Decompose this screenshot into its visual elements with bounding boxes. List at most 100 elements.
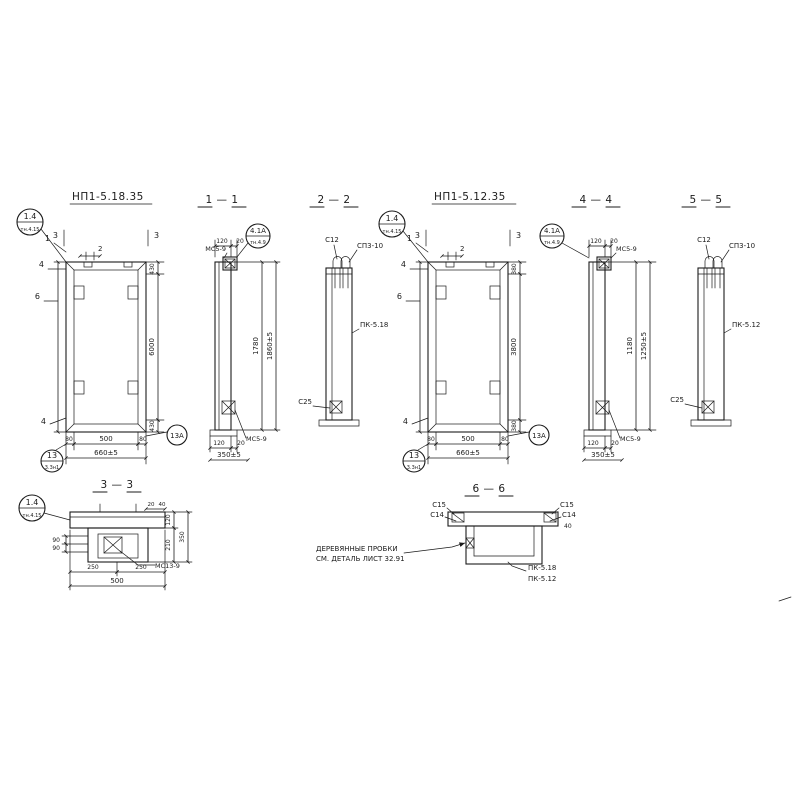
dim-120-right: 120 <box>165 514 172 526</box>
dim-80-right: 80 <box>501 436 509 443</box>
section-6-6: 6 — 6 С15 С14 С15 С14 40 ДЕРЕВЯННЫЕ ПРОБ… <box>316 483 576 583</box>
callout-4-1a-num: 4.1А <box>250 227 266 235</box>
drawing-line <box>234 409 247 439</box>
callout-13-sub: 3.3н1 <box>45 465 59 471</box>
drawing-line <box>444 516 457 522</box>
section-1-1-header: 1 — 1 <box>205 194 238 206</box>
dim-430-top: 430 <box>149 263 156 275</box>
drawing-line <box>427 423 437 433</box>
drawing-line <box>465 537 475 549</box>
callout-13-num: 13 <box>47 451 57 460</box>
c25-label: С25 <box>670 396 684 404</box>
drawing-line <box>543 512 557 523</box>
pk-5-18-label: ПК-5.18 <box>360 321 388 329</box>
callout-1-4-sub: тн.4.15 <box>383 229 402 235</box>
dim-20-top: 20 <box>148 502 155 508</box>
top-flange <box>596 256 612 271</box>
scan-artifact <box>778 596 792 602</box>
sp3-10-label: СП3-10 <box>357 242 383 250</box>
mark-1: 1 <box>45 234 50 243</box>
rib-section <box>465 525 543 565</box>
drawing-line <box>451 512 465 523</box>
callout-13a-label: 13А <box>532 432 546 440</box>
section-6-6-header: 6 — 6 <box>472 483 505 495</box>
c12-label: С12 <box>697 236 711 244</box>
c15-right-label: С15 <box>560 501 574 509</box>
recess <box>97 533 139 559</box>
embed-anchor <box>595 400 610 415</box>
dim-120-top: 120 <box>590 238 602 245</box>
top-notch <box>83 261 93 268</box>
dim-2: 2 <box>98 245 102 253</box>
foot <box>583 429 612 437</box>
foot <box>318 419 360 427</box>
drawing-line <box>507 431 530 437</box>
dim-1860: 1860±5 <box>266 332 274 360</box>
panel-np1-5-12-view: НП1-5.12.35 3 3 2 1 4 6 4 380 <box>378 191 550 473</box>
drawing-line <box>221 400 236 415</box>
embed-plate <box>435 285 447 300</box>
drawing-line <box>43 512 71 521</box>
drawing-line <box>312 405 331 409</box>
section-5-5: 5 — 5 С12 СП3-10 ПК-5.12 С25 <box>670 194 760 427</box>
drawing-line <box>137 423 147 433</box>
dim-3800: 3800 <box>510 338 518 356</box>
dim-120-top: 120 <box>216 238 228 245</box>
slab-section <box>447 511 559 527</box>
section-5-5-header: 5 — 5 <box>689 194 722 206</box>
wooden-plug-note-line2: СМ. ДЕТАЛЬ ЛИСТ 32.91 <box>316 555 405 563</box>
drawing-line <box>55 443 67 451</box>
drawing-line <box>561 242 590 259</box>
dim-20-top: 20 <box>610 238 618 245</box>
top-notch <box>123 261 133 268</box>
drawing-line <box>333 244 338 260</box>
drawing-line <box>499 261 509 271</box>
section-profile <box>325 267 353 421</box>
drawing-line <box>499 423 509 433</box>
dim-210: 210 <box>165 539 172 551</box>
panel-outline <box>427 261 509 433</box>
foot <box>690 419 732 427</box>
callout-13-num: 13 <box>409 451 419 460</box>
drawing-line <box>348 249 358 263</box>
mark-3-right: 3 <box>516 231 521 240</box>
panel-outline <box>65 261 147 433</box>
mark-4-bottom: 4 <box>403 417 408 426</box>
dim-380-top: 380 <box>511 263 518 275</box>
dim-20-bottom: 20 <box>237 440 245 447</box>
embed-anchor <box>329 400 343 414</box>
dim-20-top: 20 <box>236 238 244 245</box>
dim-20-bottom: 20 <box>611 440 619 447</box>
drawing-line <box>223 252 228 259</box>
embed-plate <box>435 380 447 395</box>
dim-500: 500 <box>461 435 474 443</box>
section-2-2-header: 2 — 2 <box>317 194 350 206</box>
mark-3-left: 3 <box>415 231 420 240</box>
ms5-9-top-label: МС5-9 <box>616 245 637 253</box>
drawing-line <box>65 423 75 433</box>
dim-80-right: 80 <box>139 436 147 443</box>
lifting-loop-icon <box>704 256 715 269</box>
drawing-line <box>417 443 429 451</box>
section-2-2: 2 — 2 С12 СП3-10 ПК-5.18 С25 <box>298 194 388 427</box>
drawing-line <box>415 242 429 253</box>
drawing-line <box>53 242 67 253</box>
corner-plate <box>543 512 557 523</box>
mark-6: 6 <box>397 292 402 301</box>
dim-350: 350±5 <box>591 451 615 459</box>
panel-inner-edge <box>435 269 501 425</box>
left-panel-title: НП1-5.18.35 <box>72 191 144 203</box>
embed-anchor <box>224 258 236 269</box>
embed-anchor <box>701 400 715 414</box>
embed-anchor <box>598 258 610 269</box>
section-4-4: 4 — 4 120 20 4.1А тн.4.9 МС5-9 1180 1250… <box>539 194 657 462</box>
pk-5-12-label: ПК-5.12 <box>732 321 760 329</box>
section-3-3: 3 — 3 1.4 тн.4.15 90 90 250 250 500 120 … <box>18 479 193 591</box>
dim-90-a: 90 <box>52 537 60 544</box>
drawing-line <box>507 561 527 572</box>
mark-4: 4 <box>39 260 44 269</box>
dim-1780: 1780 <box>252 337 260 355</box>
drawing-line <box>701 400 715 414</box>
dim-80-left: 80 <box>427 436 435 443</box>
section-1-1: 1 — 1 120 20 4.1А тн.4.9 МС5-9 1780 1860… <box>197 194 281 462</box>
